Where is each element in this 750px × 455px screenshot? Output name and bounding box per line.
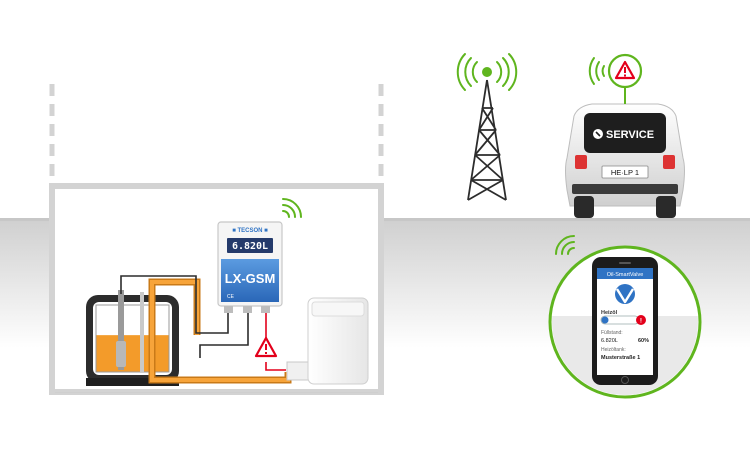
radio-waves-icon — [555, 235, 575, 255]
device-ce-mark: CE — [227, 294, 235, 300]
device-model: LX-GSM — [225, 271, 276, 286]
van-alert — [607, 53, 643, 104]
boiler — [286, 297, 369, 385]
service-van: HE·LP 1 — [565, 103, 685, 218]
radio-waves-icon — [456, 53, 518, 91]
device-display-value: 6.820L — [232, 241, 268, 252]
fill-percent: 60% — [638, 338, 649, 344]
sensor-cable — [120, 275, 249, 358]
warning-triangle-icon — [614, 60, 636, 80]
phone-home-button[interactable] — [621, 376, 629, 384]
fill-value: 6.820L — [601, 338, 618, 344]
alert-badge — [636, 315, 646, 325]
gsm-tower-icon — [467, 79, 507, 201]
tank-label: Heizöltank: — [601, 347, 626, 353]
tank-name: Musterstraße 1 — [601, 355, 640, 361]
basement-floor — [55, 392, 378, 393]
device-display — [227, 238, 273, 253]
smartphone: Oil-SmartValve Heizöl ! Füllstand: 6.820… — [592, 257, 658, 385]
radio-waves-icon — [588, 57, 605, 85]
device-panel — [221, 259, 279, 302]
app-header — [597, 268, 653, 279]
product-label: Heizöl — [601, 310, 618, 316]
lx-gsm-device: ■ TECSON ■ 6.820L LX-GSM CE — [217, 221, 283, 313]
app-logo — [615, 284, 635, 304]
warning-triangle-icon — [254, 336, 278, 358]
oil-tank — [86, 290, 179, 386]
alarm-cable — [265, 312, 286, 371]
van-service-label: SERVICE — [606, 129, 654, 141]
tank-oil-level — [96, 335, 169, 372]
device-brand: ■ TECSON ■ — [232, 228, 268, 234]
app-title: Oil-SmartValve — [607, 272, 644, 278]
wrench-icon — [593, 129, 603, 139]
radio-waves-icon — [282, 198, 302, 218]
tower-signal-dot — [482, 67, 492, 77]
fill-label: Füllstand: — [601, 330, 623, 336]
license-plate: HE·LP 1 — [611, 168, 639, 177]
alert-badge-text: ! — [640, 318, 642, 325]
